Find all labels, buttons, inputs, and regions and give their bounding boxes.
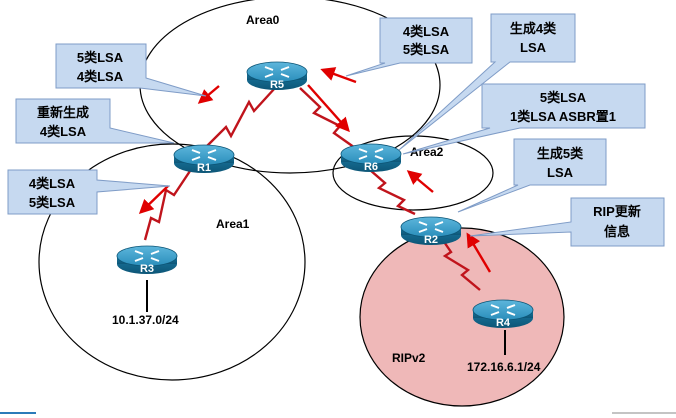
router-label-r2: R2 [424, 234, 438, 246]
rip-domain-label: RIPv2 [392, 351, 426, 365]
callout-r5-left-line2: 4类LSA [77, 69, 124, 84]
callout-r2-rip-line2: 信息 [604, 224, 630, 239]
router-r4: R4 [472, 299, 534, 329]
callout-r6-lsa-line2: 1类LSA ASBR置1 [510, 109, 616, 124]
callout-r5-right: 4类LSA 5类LSA [345, 17, 473, 77]
callout-r2-gen5-line2: LSA [547, 165, 574, 180]
flow-arrow-r4-to-r2 [466, 232, 492, 273]
callout-r2-gen5-line1: 生成5类 [537, 146, 584, 161]
callout-r2-rip-line1: RIP更新 [593, 204, 641, 219]
callout-r6-gen4: 生成4类 LSA [398, 13, 576, 151]
callout-r1-lower: 4类LSA 5类LSA [7, 169, 171, 215]
callout-r5-left: 5类LSA 4类LSA [55, 43, 207, 97]
router-label-r3: R3 [140, 263, 154, 275]
router-r5: R5 [246, 61, 308, 91]
link-r6-r2 [369, 169, 416, 216]
area1-boundary [38, 143, 306, 381]
callout-r5-right-line2: 5类LSA [403, 42, 450, 57]
flow-arrow-r2-to-r6 [406, 170, 434, 193]
link-r1-r5 [204, 87, 276, 149]
flow-arrow-r5-to-r6 [307, 84, 350, 133]
router-r3: R3 [116, 245, 178, 275]
callout-r1-regen: 重新生成 4类LSA [15, 98, 175, 144]
callout-r1-lower-line2: 5类LSA [29, 195, 76, 210]
callout-r1-lower-line1: 4类LSA [29, 176, 76, 191]
router-label-r5: R5 [270, 79, 284, 91]
area2-label: Area2 [410, 145, 444, 159]
callout-r5-right-line1: 4类LSA [403, 24, 450, 39]
flow-arrow-r6-to-r5 [320, 67, 357, 84]
network-label-r3: 10.1.37.0/24 [112, 313, 179, 327]
router-label-r1: R1 [197, 162, 211, 174]
callout-r6-lsa-line1: 5类LSA [540, 90, 587, 105]
link-r1-r3 [143, 167, 193, 241]
router-r6: R6 [340, 143, 402, 173]
callout-r1-regen-line2: 4类LSA [40, 124, 87, 139]
callout-r6-gen4-line1: 生成4类 [510, 21, 557, 36]
area2-boundary [332, 135, 494, 211]
flow-arrow-r1-to-r3 [138, 185, 169, 214]
callout-r5-left-line1: 5类LSA [77, 50, 124, 65]
callout-r1-regen-line1: 重新生成 [37, 105, 89, 120]
network-label-r4: 172.16.6.1/24 [467, 360, 541, 374]
router-label-r6: R6 [364, 161, 378, 173]
callout-r2-rip: RIP更新 信息 [469, 197, 665, 247]
flow-arrow-r5-to-r1 [197, 85, 220, 104]
area0-label: Area0 [246, 13, 280, 27]
callout-r2-gen5: 生成5类 LSA [457, 138, 607, 213]
router-r1: R1 [173, 144, 235, 174]
callout-r6-gen4-line2: LSA [520, 40, 547, 55]
router-label-r4: R4 [496, 317, 511, 329]
area1-label: Area1 [216, 217, 250, 231]
router-r2: R2 [400, 216, 462, 246]
rip-domain-boundary [359, 227, 565, 407]
callout-r6-lsa: 5类LSA 1类LSA ASBR置1 [402, 83, 646, 155]
link-r5-r6 [299, 87, 359, 151]
link-r2-r4 [439, 235, 481, 291]
